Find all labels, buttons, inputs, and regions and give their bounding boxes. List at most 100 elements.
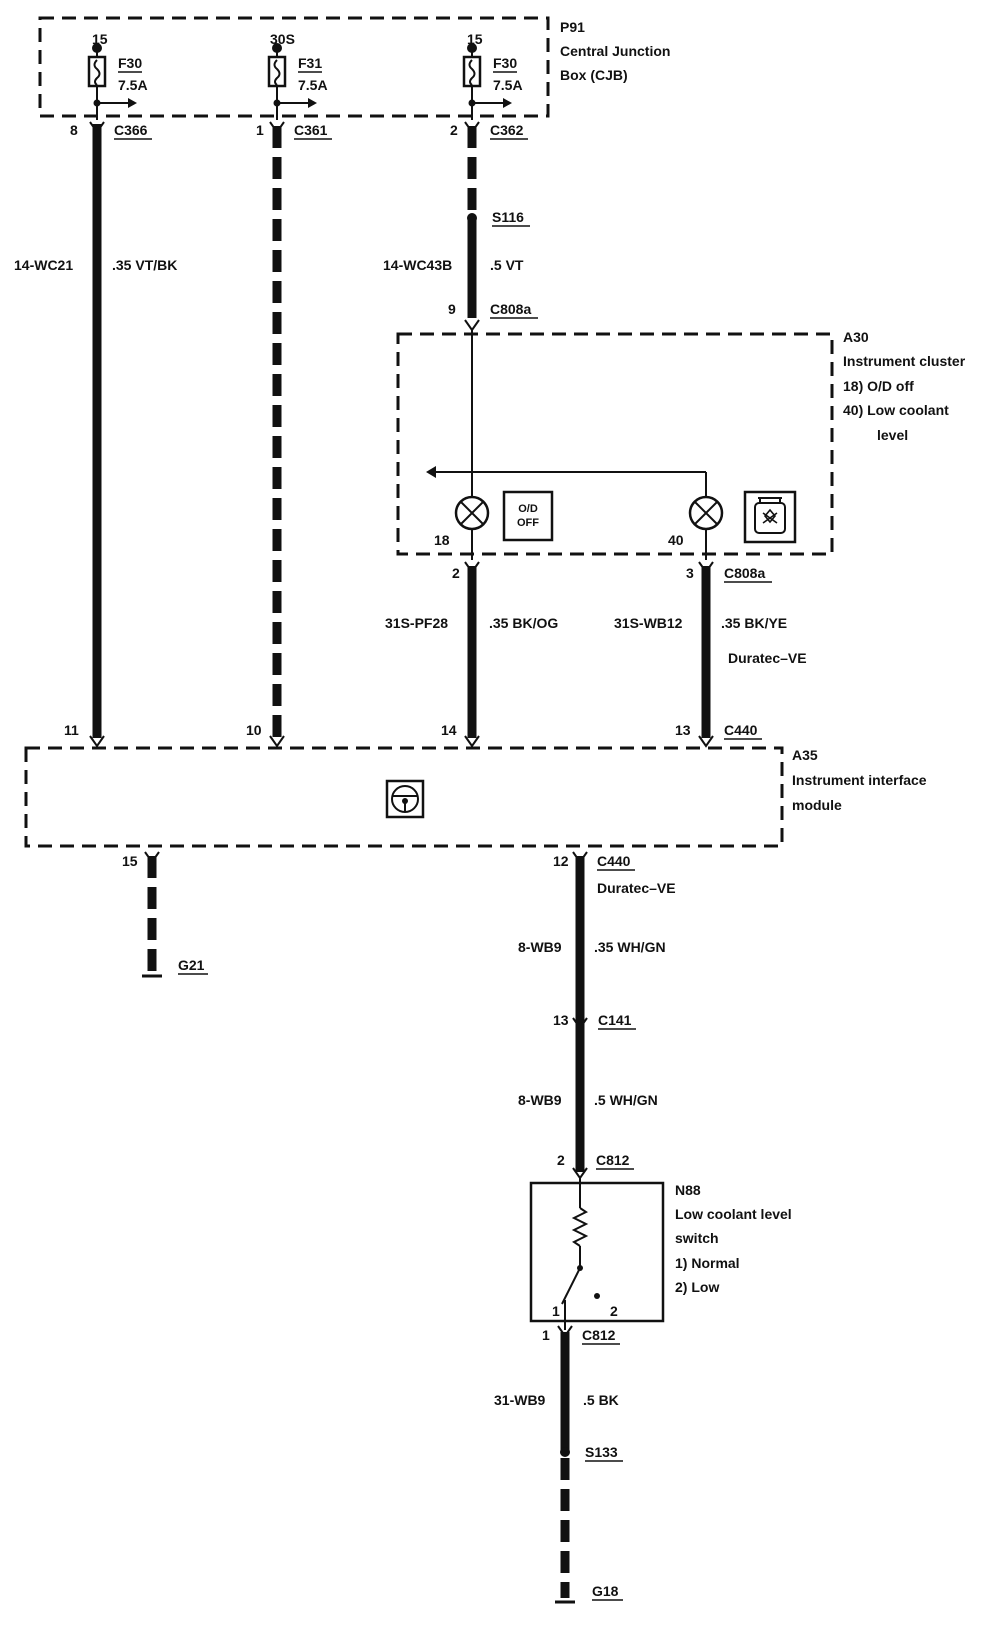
splice-id: S133 (585, 1444, 618, 1460)
cluster-box (396, 332, 834, 556)
connector-id: C808a (490, 301, 531, 317)
pin-number: 11 (64, 722, 79, 738)
connector-c812-bottom: 1 C812 (542, 1325, 620, 1345)
connector-id: C141 (598, 1012, 632, 1028)
cluster-id: A30 (843, 329, 869, 345)
wire-31-wb9: 31-WB9 .5 BK S133 G18 (494, 1332, 623, 1604)
fuse-f30-left: 15 F30 7.5A (87, 31, 148, 120)
wire-circuit: 8-WB9 (518, 939, 562, 955)
pin-number: 2 (452, 565, 460, 581)
fuse-rating: 7.5A (118, 77, 148, 93)
low-coolant-switch-n88: N88 Low coolant level switch 1) Normal 2… (529, 1178, 792, 1330)
pin-number: 12 (553, 853, 569, 869)
pin-number: 2 (450, 122, 458, 138)
cluster-item-2a: 40) Low coolant (843, 402, 949, 418)
cjb-connectors: 8 C366 1 C361 2 C362 (70, 121, 528, 140)
connector-id: C361 (294, 122, 328, 138)
switch-contact-dot (594, 1293, 600, 1299)
pin-number: 13 (675, 722, 691, 738)
wire-8-wb9-lower: 8-WB9 .5 WH/GN (518, 1025, 658, 1172)
arrow-left-icon (426, 466, 436, 478)
wire-31s-pf28: 31S-PF28 .35 BK/OG (385, 566, 558, 738)
a35-signal-output: 12 C440 Duratec–VE (553, 851, 676, 896)
wire-31s-wb12: 31S-WB12 .35 BK/YE Duratec–VE (614, 566, 807, 738)
wire-circuit: 14-WC43B (383, 257, 452, 273)
od-off-line2: OFF (517, 517, 539, 529)
wire-14-wc43b: S116 14-WC43B .5 VT 9 C808a (383, 126, 538, 332)
connector-c812-top: 2 C812 (557, 1152, 634, 1180)
connector-chevron-icon (698, 735, 714, 748)
wire-spec: .35 BK/YE (721, 615, 787, 631)
fuse-rating: 7.5A (493, 77, 523, 93)
pin-number: 9 (448, 301, 456, 317)
wire-circuit: 31S-WB12 (614, 615, 683, 631)
wire-spec: .35 BK/OG (489, 615, 558, 631)
arrow-right-icon (503, 98, 512, 108)
fuse-element-icon (468, 59, 476, 86)
connector-c141: 13 C141 (553, 1012, 636, 1030)
pin-number: 8 (70, 122, 78, 138)
connector-id: C812 (596, 1152, 630, 1168)
fuse-element-icon (273, 59, 281, 86)
module-id: A35 (792, 747, 818, 763)
fuse-f31: 30S F31 7.5A (267, 31, 328, 120)
connector-chevron-icon (269, 735, 285, 748)
fuse-name: F30 (493, 55, 517, 71)
wire-8-wb9-upper: 8-WB9 .35 WH/GN (518, 856, 666, 1025)
wire-note: Duratec–VE (728, 650, 807, 666)
pin-number: 10 (246, 722, 262, 738)
arrow-right-icon (308, 98, 317, 108)
switch-name-line1: Low coolant level (675, 1206, 792, 1222)
pin-number: 1 (256, 122, 264, 138)
module-box (24, 746, 784, 848)
fuse-f30-right: 15 F30 7.5A (462, 31, 523, 120)
cjb-name-line2: Box (CJB) (560, 67, 628, 83)
cluster-item-2b: level (877, 427, 908, 443)
switch-pin-2: 2 (610, 1303, 618, 1319)
fuse-rating: 7.5A (298, 77, 328, 93)
cluster-name: Instrument cluster (843, 353, 966, 369)
wire-14-wc21: 14-WC21 .35 VT/BK (14, 124, 177, 738)
splice-dot (560, 1447, 570, 1457)
pin-number: 1 (542, 1327, 550, 1343)
wire-spec: .5 WH/GN (594, 1092, 658, 1108)
connector-id: C812 (582, 1327, 616, 1343)
connector-id: C440 (597, 853, 631, 869)
ground-id: G21 (178, 957, 205, 973)
wire-circuit: 14-WC21 (14, 257, 73, 273)
pin-number: 14 (441, 722, 457, 738)
cjb-p91: P91 Central Junction Box (CJB) (38, 16, 670, 118)
od-off-line1: O/D (518, 503, 538, 515)
instrument-interface-module-a35: A35 Instrument interface module 11 10 14… (24, 722, 927, 848)
connector-chevron-icon (464, 735, 480, 748)
fuse-name: F30 (118, 55, 142, 71)
fuse-terminal: 15 (467, 31, 483, 47)
wire-circuit: 8-WB9 (518, 1092, 562, 1108)
lamp-cross (460, 501, 484, 525)
resistor-icon (571, 1207, 589, 1247)
cjb-box (38, 16, 550, 118)
c808a-outputs: 2 3 C808a (452, 561, 772, 583)
wire-spec: .35 WH/GN (594, 939, 666, 955)
connector-id: C440 (724, 722, 758, 738)
connector-id: C362 (490, 122, 524, 138)
fuse-element-icon (93, 59, 101, 86)
steering-wheel-icon (385, 779, 425, 819)
switch-pin-1: 1 (552, 1303, 560, 1319)
pin-number: 2 (557, 1152, 565, 1168)
instrument-cluster-a30: A30 Instrument cluster 18) O/D off 40) L… (396, 329, 966, 560)
switch-position-2: 2) Low (675, 1279, 719, 1295)
fuse-terminal: 30S (270, 31, 295, 47)
switch-blade-icon (561, 1267, 581, 1305)
coolant-level-icon (743, 490, 797, 544)
switch-box (529, 1181, 665, 1323)
wire-circuit: 31S-PF28 (385, 615, 448, 631)
connector-chevron-icon (464, 319, 480, 332)
ground-id: G18 (592, 1583, 619, 1599)
switch-id: N88 (675, 1182, 701, 1198)
pin-number: 13 (553, 1012, 569, 1028)
lamp-pin: 40 (668, 532, 684, 548)
arrow-right-icon (128, 98, 137, 108)
lamp-pin: 18 (434, 532, 450, 548)
